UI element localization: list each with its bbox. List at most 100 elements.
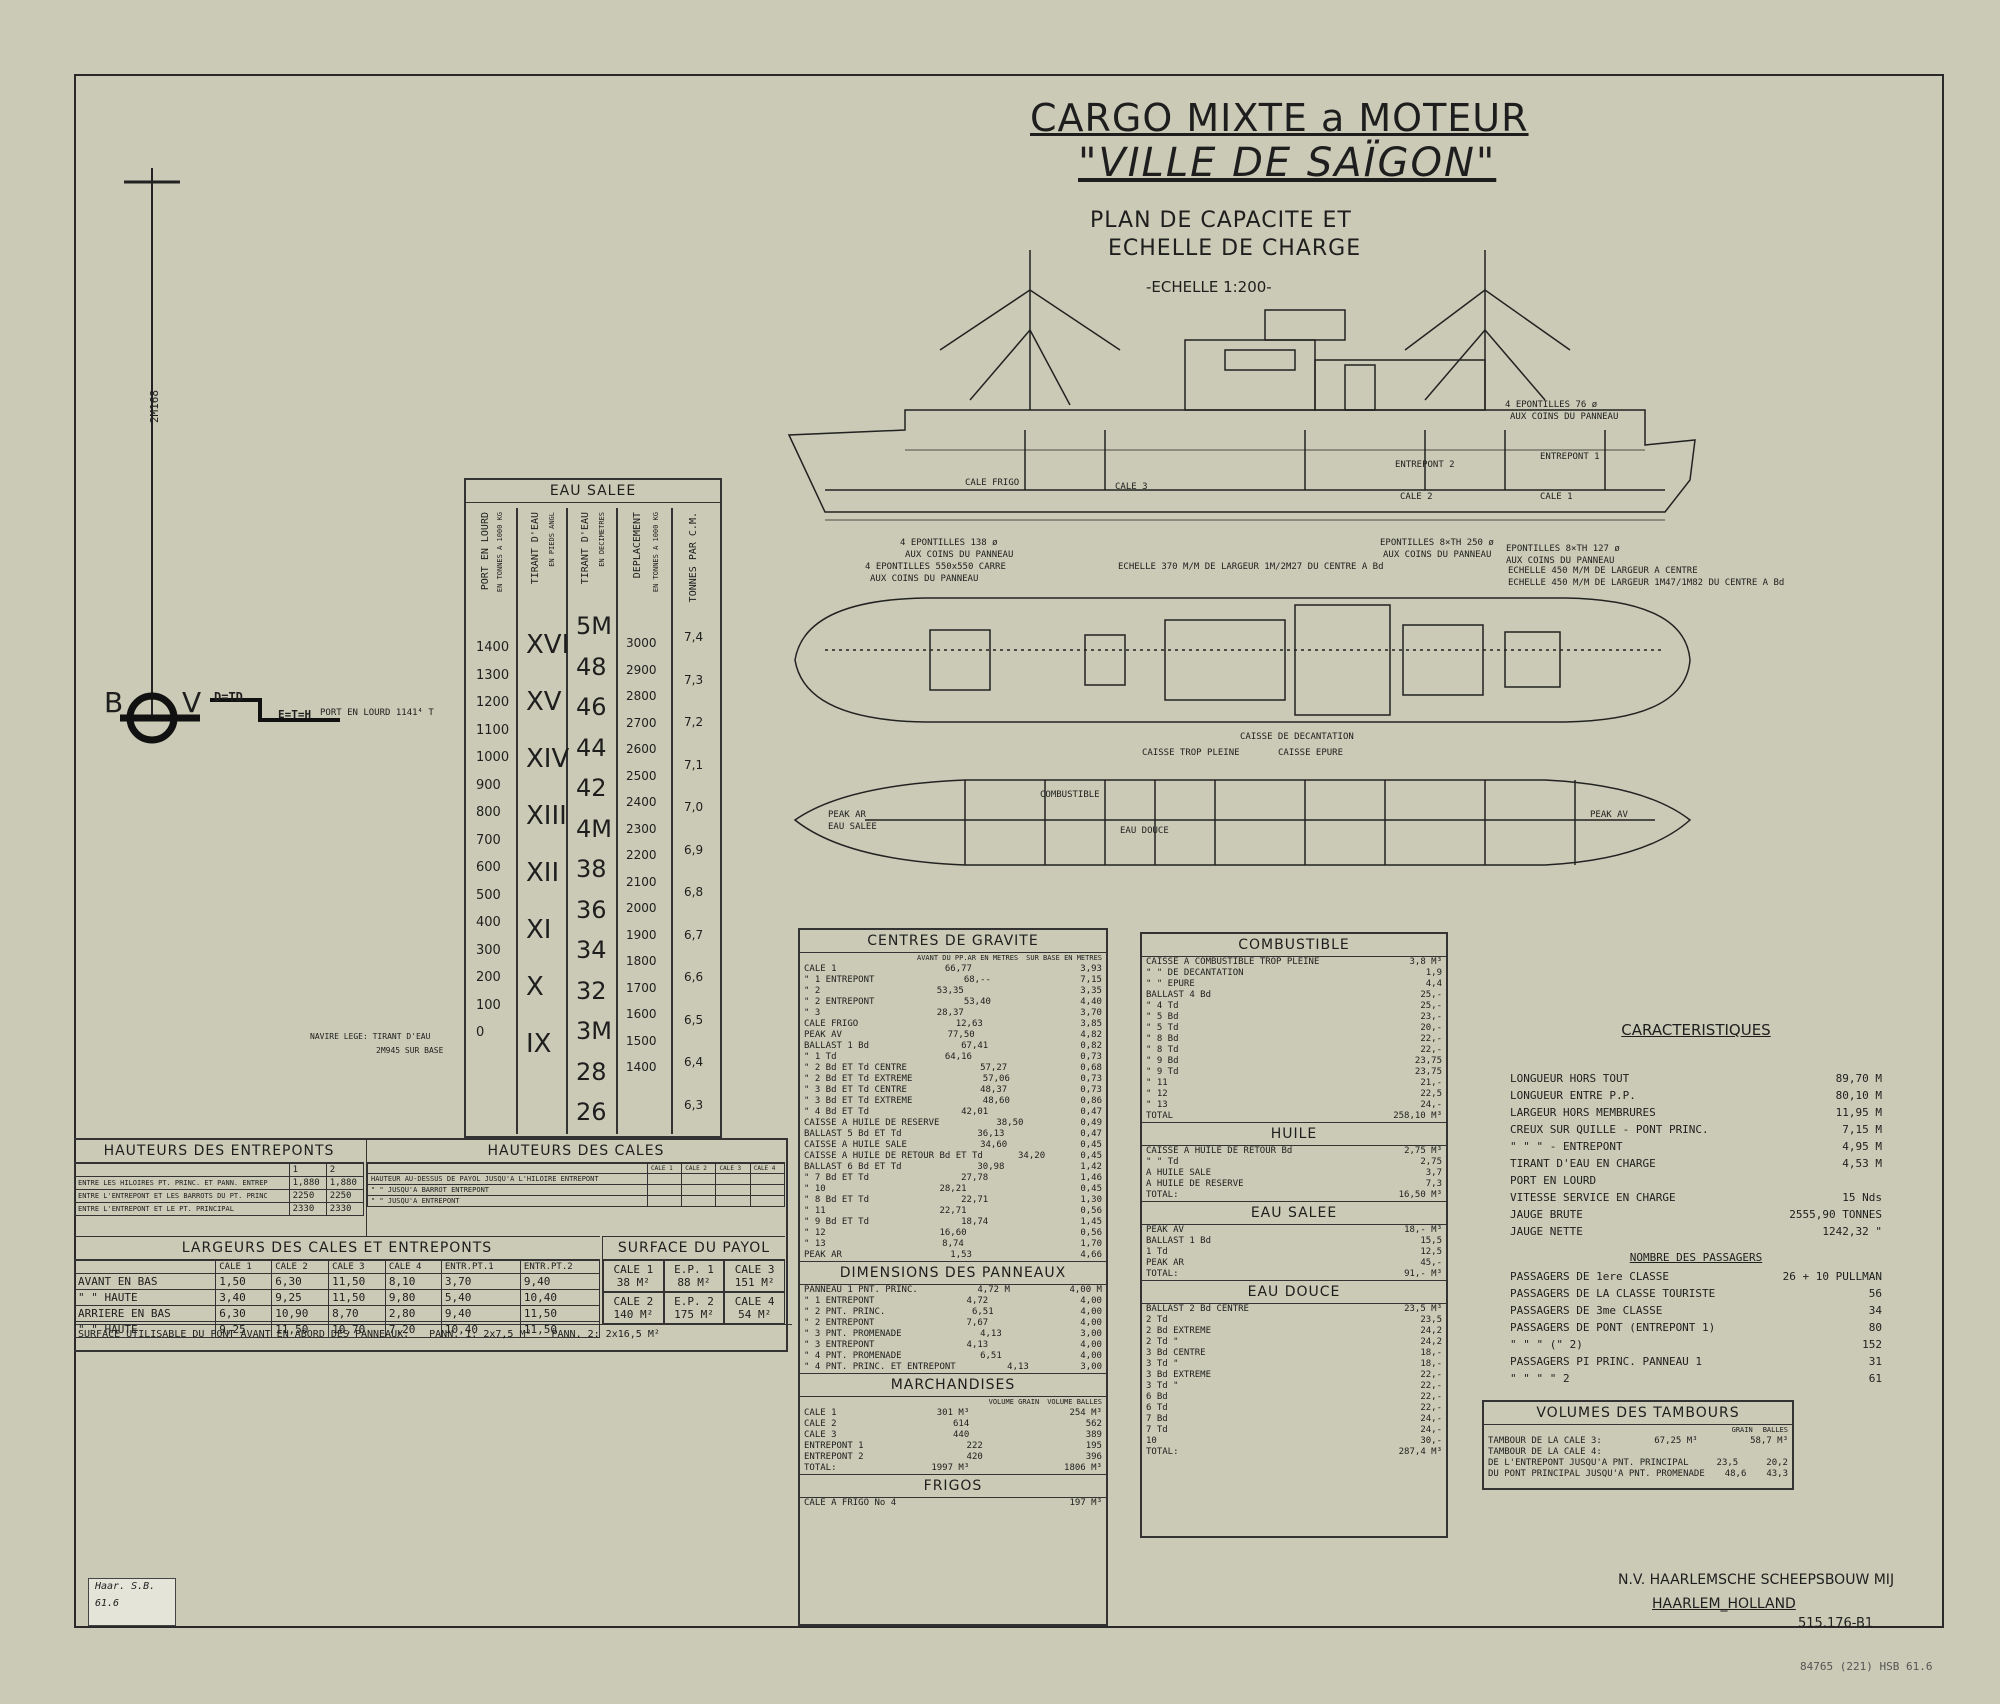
- lg-label: " " HAUTE: [73, 1321, 217, 1338]
- depl-tick: 1700: [626, 980, 657, 995]
- tcm-tick: 6,5: [684, 1012, 704, 1027]
- tcm-tick: 6,9: [684, 842, 704, 857]
- dm-tick: 36: [576, 895, 607, 924]
- ed-row-cell: 2 Td: [1146, 1315, 1168, 1325]
- subtitle-line2: ECHELLE DE CHARGE: [1108, 236, 1362, 261]
- m-col2: VOLUME BALLES: [1047, 1398, 1102, 1406]
- lg-value: 9,25: [271, 1289, 330, 1306]
- dp-row-cell: " 3 PNT. PROMENADE: [804, 1329, 902, 1339]
- he-v1: 2330: [288, 1202, 327, 1216]
- comb-row-cell: 25,-: [1420, 1001, 1442, 1011]
- tcm-tick: 6,8: [684, 885, 704, 899]
- es-row: PEAK AR 45,-: [1142, 1258, 1446, 1269]
- lg-label: AVANT EN BAS: [73, 1273, 217, 1290]
- huile-row: A HUILE SALE 3,7: [1142, 1168, 1446, 1179]
- freeboard-dtd: D=TD: [214, 690, 243, 704]
- car-row-cell: 11,95 M: [1835, 1106, 1882, 1119]
- comb-row-cell: " 4 Td: [1146, 1001, 1179, 1011]
- m-row-cell: 301 M³: [936, 1408, 970, 1418]
- ed-row-cell: BALLAST 2 Bd CENTRE: [1146, 1304, 1249, 1314]
- company-line1: N.V. HAARLEMSCHE SCHEEPSBOUW MIJ: [1618, 1572, 1895, 1588]
- cg-row-cell: 18,74: [961, 1217, 989, 1227]
- comb-row: " 4 Td 25,-: [1142, 1001, 1446, 1012]
- es-total-label: TOTAL:: [1146, 1269, 1179, 1279]
- lg-col: ENTR.PT.1: [440, 1260, 521, 1274]
- car-row-cell: PORT EN LOURD: [1510, 1174, 1597, 1187]
- es-row-cell: 15,5: [1420, 1236, 1442, 1246]
- m-row-cell: 562: [1085, 1419, 1102, 1429]
- cg-row-cell: " 10: [804, 1184, 826, 1194]
- depl-tick: 2200: [626, 848, 657, 862]
- dp-row-cell: 4,00 M: [1069, 1285, 1102, 1295]
- huile-row-cell: 3,7: [1425, 1168, 1442, 1178]
- pieds-tick: X: [526, 972, 544, 1002]
- cg-row-cell: 1,46: [1080, 1173, 1102, 1183]
- es-row-cell: PEAK AR: [1146, 1258, 1184, 1268]
- navire-lege-note2: 2M945 SUR BASE: [376, 1046, 444, 1055]
- largeurs-header: LARGEURS DES CALES ET ENTREPONTS: [74, 1237, 600, 1260]
- combustible-header: COMBUSTIBLE: [1142, 934, 1446, 957]
- cg-row-cell: 53,35: [936, 986, 964, 996]
- huile-row-cell: A HUILE SALE: [1146, 1168, 1212, 1178]
- huile-row-cell: 2,75 M³: [1404, 1146, 1442, 1156]
- he-label: ENTRE L'ENTREPONT ET LES BARROTS DU PT. …: [74, 1189, 290, 1203]
- ed-row-cell: 23,5 M³: [1404, 1304, 1442, 1314]
- cg-row-cell: 0,45: [1080, 1184, 1102, 1194]
- car-row-cell: VITESSE SERVICE EN CHARGE: [1510, 1191, 1676, 1204]
- tcm-tick: 7,0: [684, 800, 704, 814]
- combustible-column: COMBUSTIBLE CAISSE A COMBUSTIBLE TROP PL…: [1140, 932, 1448, 1538]
- cg-row-cell: BALLAST 1 Bd: [804, 1041, 870, 1051]
- lg-value: 8,70: [328, 1305, 386, 1322]
- dp-row-cell: " 4 PNT. PROMENADE: [804, 1351, 902, 1361]
- m-row-cell: 222: [966, 1441, 983, 1451]
- freeboard-b: B: [104, 686, 124, 719]
- col-depl-unit: EN TONNES A 1000 KG: [652, 512, 660, 593]
- cg-row-cell: 27,78: [961, 1173, 989, 1183]
- hauteurs-entreponts-header: HAUTEURS DES ENTREPONTS: [74, 1140, 364, 1163]
- es-row-cell: 45,-: [1420, 1258, 1442, 1268]
- depl-tick: 2700: [626, 715, 657, 730]
- lg-col: CALE 3: [328, 1260, 386, 1274]
- dp-row-cell: 7,67: [966, 1318, 989, 1328]
- m-row-cell: 440: [952, 1430, 970, 1440]
- car-row-cell: LARGEUR HORS MEMBRURES: [1510, 1106, 1656, 1119]
- lg-value: 5,40: [440, 1289, 521, 1306]
- payol-name: CALE 2: [613, 1295, 654, 1308]
- cg-row-cell: 4,66: [1080, 1250, 1102, 1260]
- cg-row-cell: 0,73: [1080, 1052, 1102, 1062]
- label-epontille-d2: AUX COINS DU PANNEAU: [1506, 556, 1615, 566]
- hc-label: HAUTEUR AU-DESSUS DE PAYOL JUSQU'A L'HIL…: [366, 1173, 649, 1185]
- m-row-cell: CALE 1: [804, 1408, 837, 1418]
- dm-tick: 4M: [576, 814, 612, 843]
- comb-row-cell: " " EPURE: [1146, 979, 1195, 989]
- hc-label: " " JUSQU'A ENTREPONT: [366, 1195, 649, 1207]
- cg-row-cell: 34,20: [1018, 1151, 1046, 1161]
- company-line2: HAARLEM_HOLLAND: [1652, 1596, 1796, 1612]
- lg-label: ARRIERE EN BAS: [73, 1305, 217, 1322]
- cg-row-cell: 8,74: [942, 1239, 964, 1249]
